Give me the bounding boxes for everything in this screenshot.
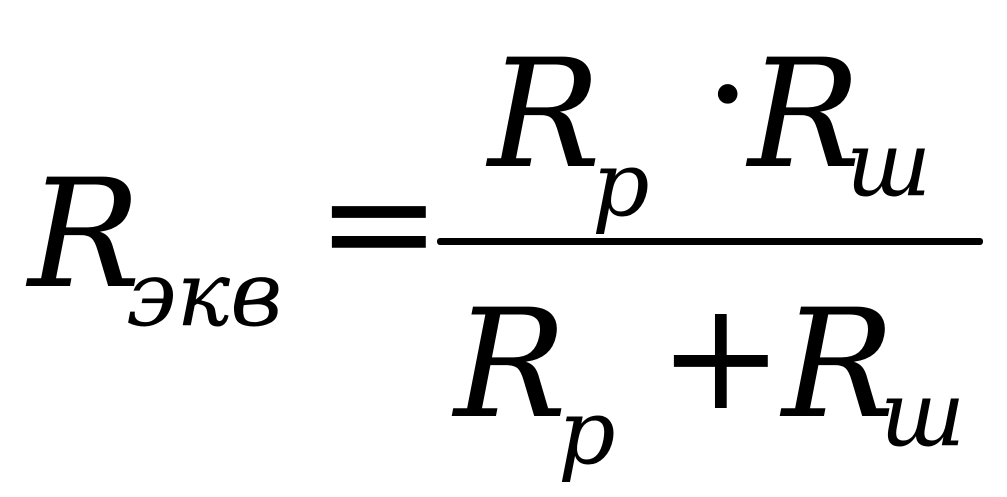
numerator-term2-subscript: ш [846, 112, 932, 217]
numerator-term1-subscript: p [592, 132, 650, 237]
numerator-term2-symbol: R [748, 28, 861, 202]
multiply-dot: · [704, 8, 752, 182]
denominator-term2-symbol: R [782, 278, 895, 452]
equals-sign: = [316, 136, 442, 310]
lhs-subscript: экв [126, 242, 283, 347]
denominator-term1-symbol: R [454, 278, 567, 452]
denominator-term1-subscript: p [558, 380, 616, 485]
denominator-term2-subscript: ш [880, 362, 966, 467]
plus-sign: + [658, 270, 784, 444]
lhs-symbol: R [28, 148, 141, 322]
numerator-term1-symbol: R [488, 28, 601, 202]
fraction-bar [437, 238, 983, 245]
